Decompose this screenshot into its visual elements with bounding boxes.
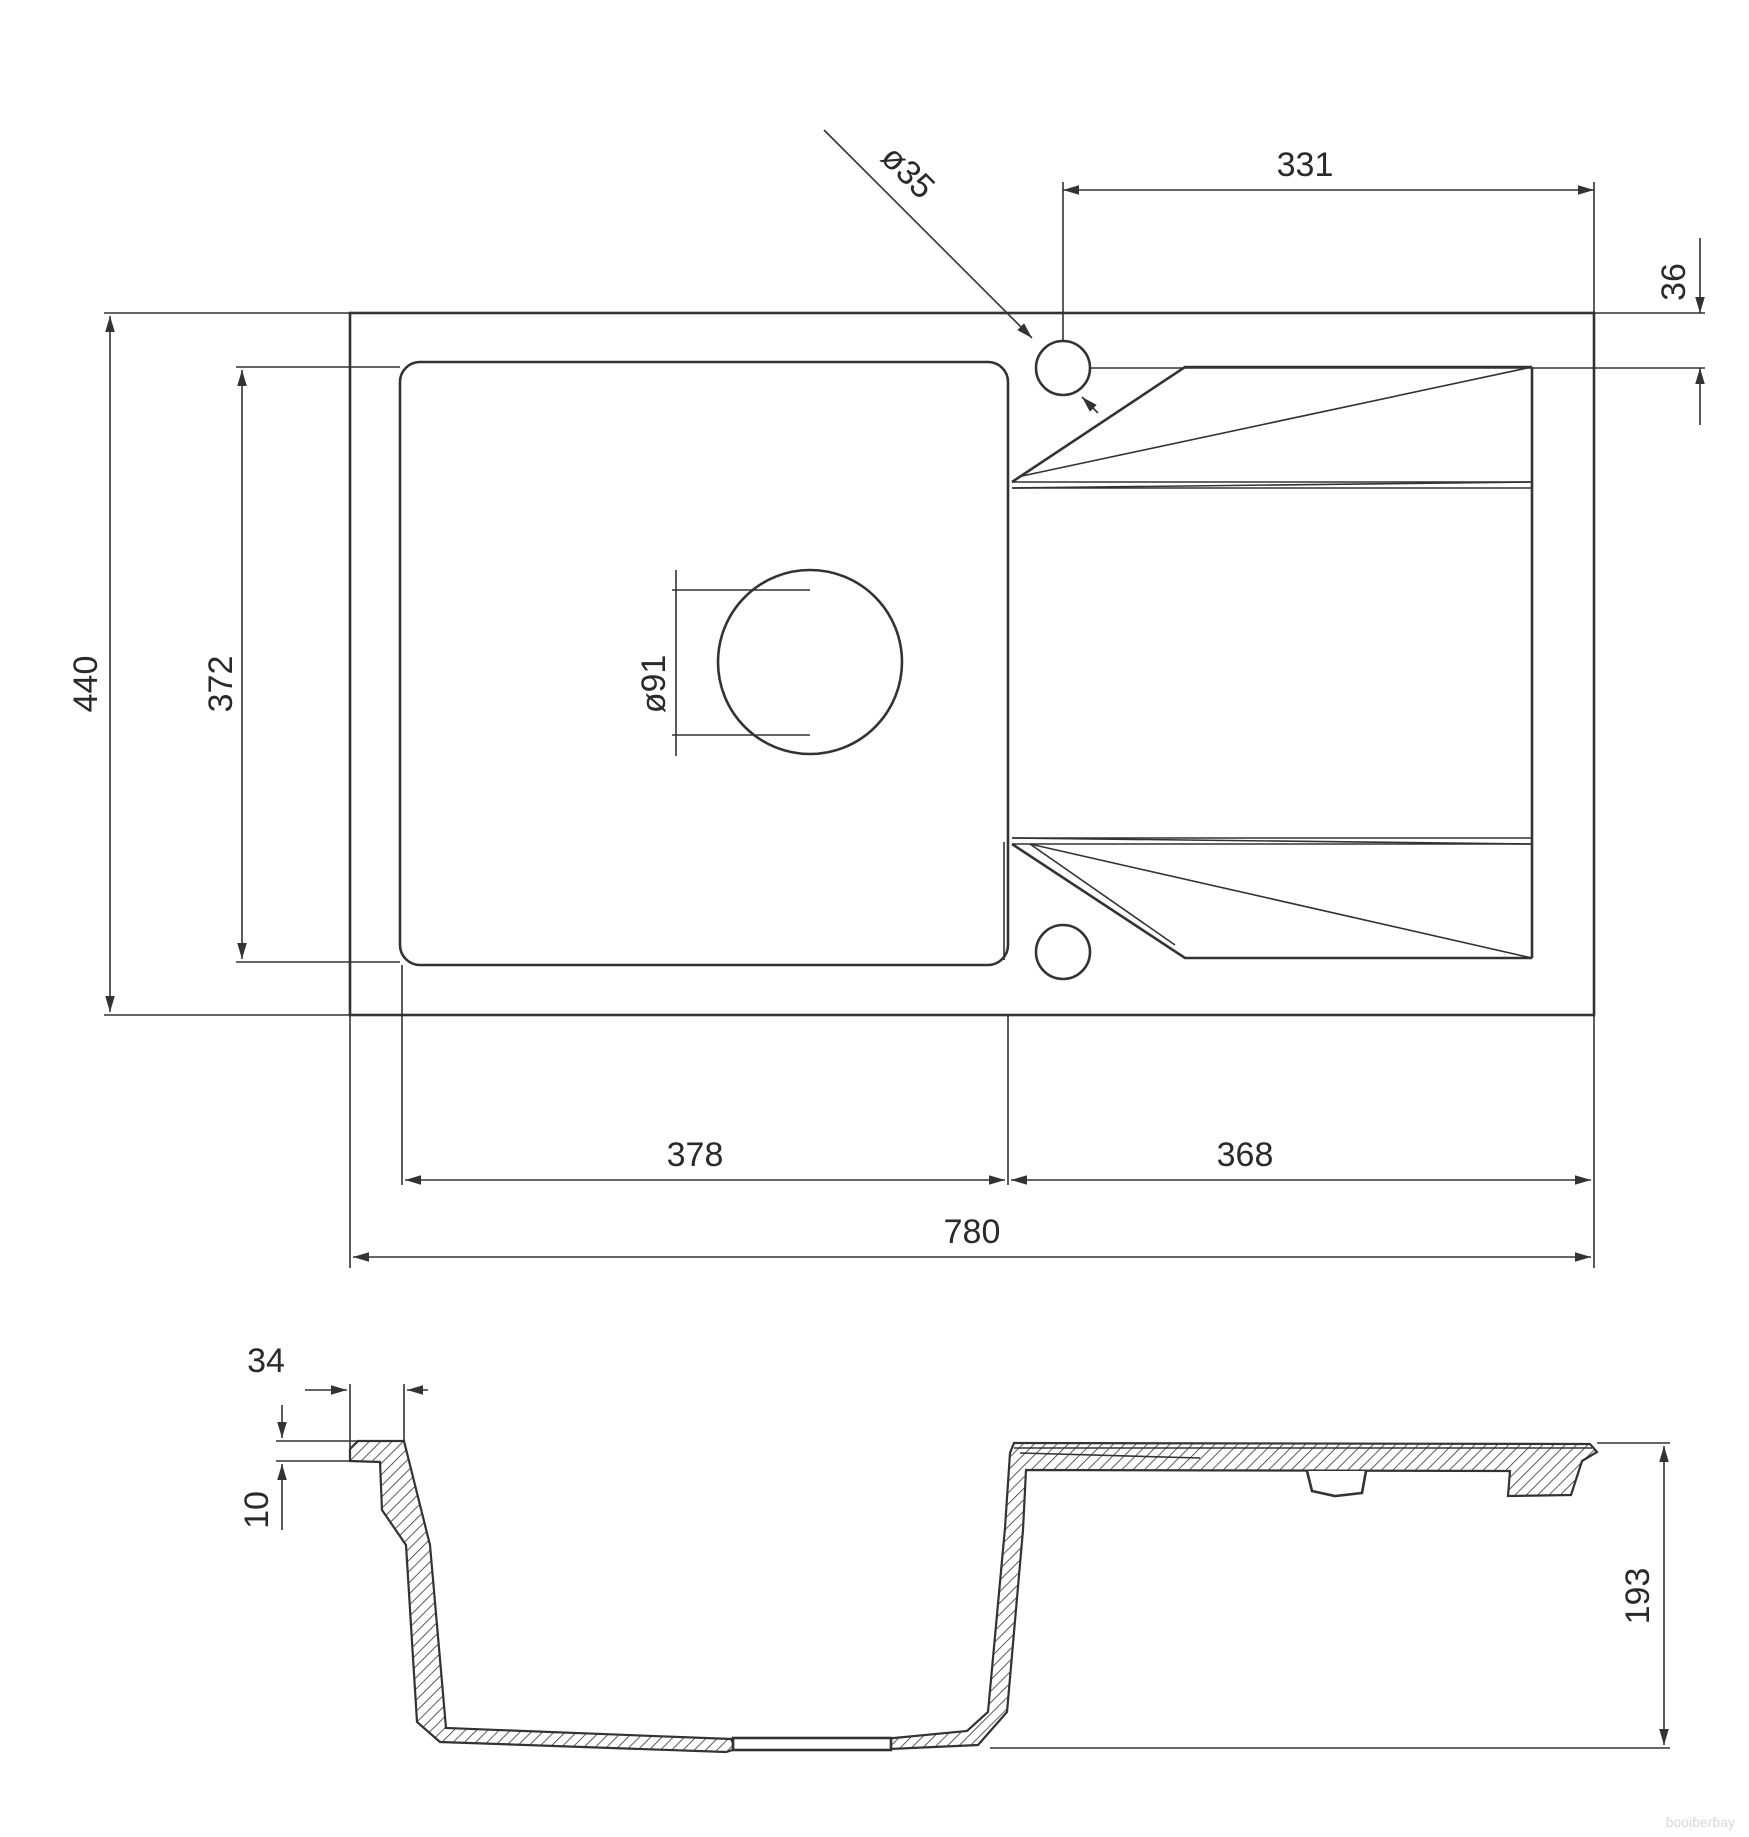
dim-bowl-width: 378: [667, 1136, 724, 1174]
dim-drainer-width: 368: [1217, 1136, 1274, 1174]
dim-rim-width: 34: [247, 1342, 285, 1380]
bowl-outline: [398, 360, 1010, 967]
sink-outline: [348, 311, 1596, 1017]
plan-view: 331 36 ø35 ø91 440 372 378 368: [67, 129, 1705, 1268]
dim-drain-diameter: ø91: [635, 655, 673, 714]
dim-tap-hole-margin: 36: [1655, 263, 1693, 301]
tap-hole-top: [1034, 339, 1092, 397]
dim-tap-hole-diameter: ø35: [874, 138, 942, 206]
watermark: ɓooᴉɓeɾɓay: [1666, 1814, 1735, 1830]
mounting-clip: [1305, 1470, 1368, 1498]
drainer: [1003, 365, 1534, 960]
dim-bowl-height: 193: [1619, 1568, 1657, 1625]
drain-plate: [731, 1736, 893, 1752]
tap-hole-bottom: [1034, 923, 1092, 981]
section-view: 34 10 193: [238, 1342, 1670, 1754]
dim-overall-depth: 440: [67, 656, 105, 713]
section-profile: [348, 1439, 738, 1754]
dim-bowl-depth: 372: [202, 656, 240, 713]
dim-tap-hole-offset: 331: [1277, 146, 1334, 184]
dim-overall-width: 780: [944, 1213, 1001, 1251]
dim-rim-thickness: 10: [238, 1491, 276, 1529]
drain-hole: [716, 568, 904, 756]
